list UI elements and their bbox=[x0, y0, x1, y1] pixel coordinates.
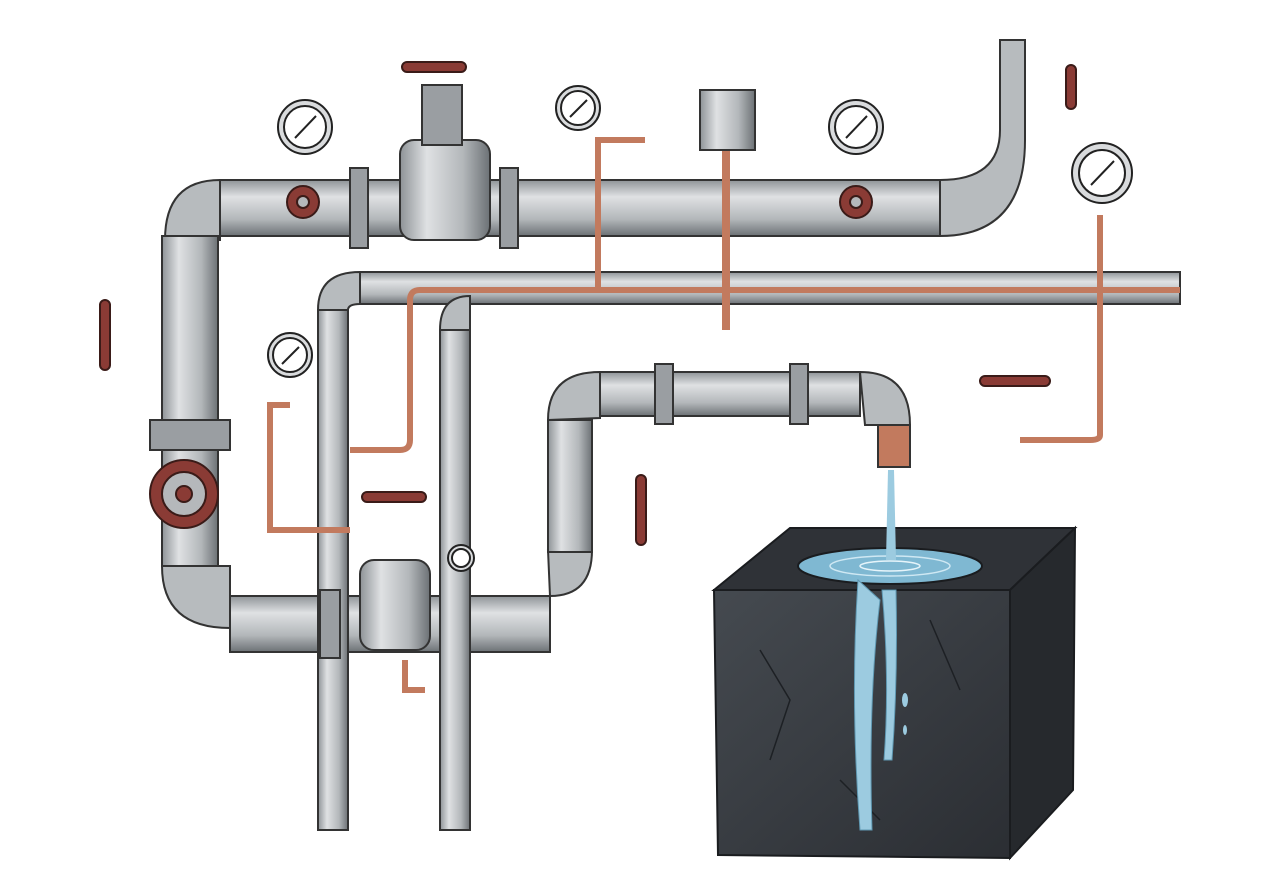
pressure-gauges bbox=[267, 85, 1133, 572]
valve-handwheels bbox=[99, 61, 1077, 546]
steel-pipe-network bbox=[149, 39, 1181, 831]
water-stream bbox=[853, 470, 908, 831]
stone-block bbox=[711, 525, 1078, 861]
